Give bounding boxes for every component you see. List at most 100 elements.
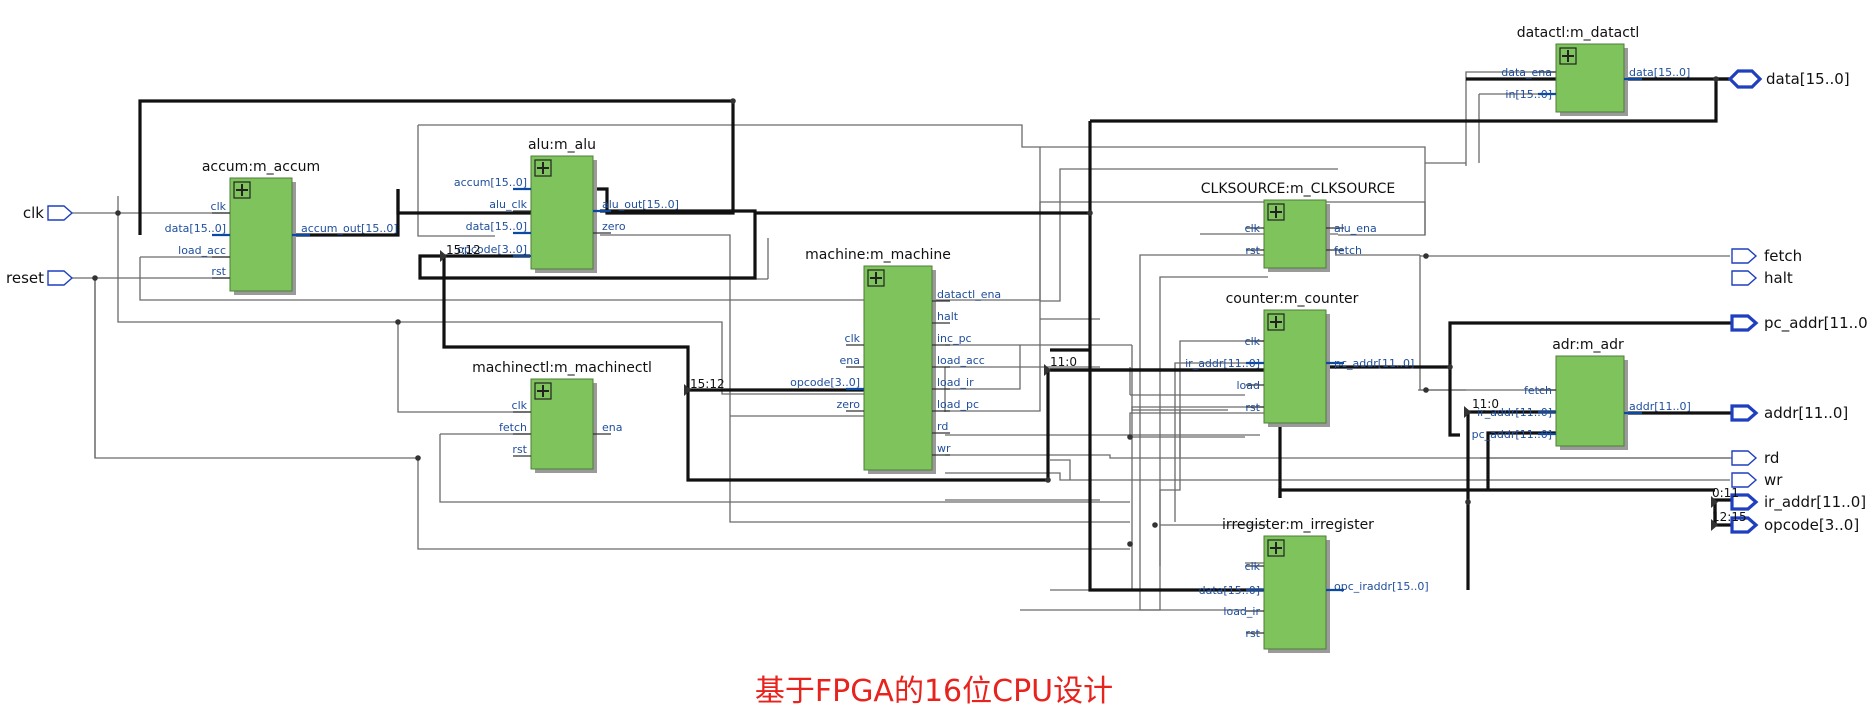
block-title: machine:m_machine [805, 247, 951, 263]
pin-label: alu_clk [489, 198, 527, 211]
input-port-clk[interactable]: clk [23, 204, 74, 222]
pin-label: alu_out[15..0] [602, 198, 679, 211]
pin-label: opc_iraddr[15..0] [1334, 580, 1429, 593]
output-port-addr[interactable]: addr[11..0] [1730, 404, 1848, 422]
pin-label: fetch [1334, 244, 1362, 257]
port-label: rd [1764, 449, 1779, 467]
block-irregister[interactable]: irregister:m_irregister clk data[15..0] … [1199, 517, 1429, 653]
pin-label: wr [937, 442, 951, 455]
input-port-reset[interactable]: reset [6, 269, 74, 287]
pin-label: load_acc [178, 244, 226, 257]
output-port-halt[interactable]: halt [1731, 269, 1793, 287]
slice-label: 11:0 [1050, 355, 1077, 369]
pin-label: pc_addr[11..0] [1472, 428, 1552, 441]
diagram-caption: 基于FPGA的16位CPU设计 [754, 674, 1114, 709]
pin-label: clk [1245, 222, 1261, 235]
block-adr[interactable]: adr:m_adr fetch ir_addr[11..0] pc_addr[1… [1472, 337, 1691, 450]
pin-label: fetch [1524, 384, 1552, 397]
pin-label: data[15..0] [1629, 66, 1690, 79]
pin-label: halt [937, 310, 959, 323]
slice-label: 11:0 [1472, 397, 1499, 411]
pin-label: clk [512, 399, 528, 412]
block-datactl[interactable]: datactl:m_datactl data_ena in[15..0] dat… [1501, 25, 1690, 116]
pin-label: ena [602, 421, 622, 434]
pin-label: data_ena [1501, 66, 1552, 79]
signal-wires [60, 71, 1732, 611]
pin-label: opcode[3..0] [790, 376, 860, 389]
pin-label: data[15..0] [1199, 584, 1260, 597]
pin-label: load [1236, 379, 1260, 392]
pin-label: clk [845, 332, 861, 345]
pin-label: data[15..0] [466, 220, 527, 233]
pin-label: clk [211, 200, 227, 213]
block-title: machinectl:m_machinectl [472, 360, 652, 376]
port-label: pc_addr[11..0] [1764, 314, 1868, 333]
block-title: counter:m_counter [1226, 291, 1359, 307]
output-port-rd[interactable]: rd [1731, 449, 1779, 467]
pin-label: fetch [499, 421, 527, 434]
block-title: datactl:m_datactl [1517, 25, 1640, 41]
slice-label: 15:12 [690, 377, 725, 391]
block-clksource[interactable]: CLKSOURCE:m_CLKSOURCE clk rst alu_ena fe… [1201, 181, 1395, 272]
pin-label: clk [1245, 560, 1261, 573]
output-port-opcode[interactable]: opcode[3..0] [1730, 516, 1859, 534]
output-port-pc-addr[interactable]: pc_addr[11..0] [1730, 314, 1868, 333]
pin-label: accum[15..0] [454, 176, 527, 189]
block-accum[interactable]: accum:m_accum clk data[15..0] load_acc r… [165, 159, 398, 295]
pin-label: clk [1245, 335, 1261, 348]
port-label: reset [6, 269, 44, 287]
block-title: alu:m_alu [528, 137, 596, 153]
pin-label: accum_out[15..0] [301, 222, 398, 235]
pin-label: alu_ena [1334, 222, 1377, 235]
pin-label: rst [1245, 401, 1260, 414]
pin-label: load_pc [937, 398, 979, 411]
port-label: fetch [1764, 247, 1802, 265]
pin-label: rst [512, 443, 527, 456]
pin-label: in[15..0] [1505, 88, 1552, 101]
block-title: adr:m_adr [1552, 337, 1624, 353]
output-port-ir-addr[interactable]: ir_addr[11..0] [1730, 493, 1866, 512]
pin-label: load_ir [1223, 605, 1260, 618]
junction-dots [92, 76, 1719, 547]
block-counter[interactable]: counter:m_counter clk ir_addr[11..0] loa… [1185, 291, 1414, 427]
port-label: ir_addr[11..0] [1764, 493, 1866, 512]
pin-label: inc_pc [937, 332, 972, 345]
pin-label: rst [1245, 244, 1260, 257]
bit-slice-labels: 15:12 15:12 11:0 11:0 0:11 12:15 [440, 243, 1747, 531]
pin-label: rd [937, 420, 948, 433]
pin-label: rst [211, 265, 226, 278]
pin-label: opcode[3..0] [457, 243, 527, 256]
output-port-fetch[interactable]: fetch [1731, 247, 1802, 265]
port-label: data[15..0] [1766, 70, 1850, 88]
bus-wires [138, 77, 1745, 592]
block-machine[interactable]: machine:m_machine clk ena opcode[3..0] z… [790, 247, 1001, 474]
slice-label: 12:15 [1712, 510, 1747, 524]
pin-label: load_ir [937, 376, 974, 389]
pin-label: ena [840, 354, 860, 367]
pin-label: data[15..0] [165, 222, 226, 235]
output-port-wr[interactable]: wr [1731, 471, 1783, 489]
port-label: clk [23, 204, 44, 222]
pin-label: ir_addr[11..0] [1477, 406, 1552, 419]
output-port-data[interactable]: data[15..0] [1727, 69, 1850, 89]
block-title: accum:m_accum [202, 159, 320, 175]
slice-label: 15:12 [446, 243, 481, 257]
block-title: irregister:m_irregister [1222, 517, 1374, 533]
block-title: CLKSOURCE:m_CLKSOURCE [1201, 181, 1395, 197]
port-label: wr [1764, 471, 1783, 489]
pin-label: datactl_ena [937, 288, 1001, 301]
pin-label: load_acc [937, 354, 985, 367]
port-label: halt [1764, 269, 1793, 287]
block-alu[interactable]: alu:m_alu accum[15..0] alu_clk data[15..… [454, 137, 679, 273]
pin-label: rst [1245, 627, 1260, 640]
port-label: addr[11..0] [1764, 404, 1848, 422]
pin-label: addr[11..0] [1629, 400, 1691, 413]
pin-label: pc_addr[11..0] [1334, 357, 1414, 370]
pin-label: zero [836, 398, 860, 411]
pin-label: zero [602, 220, 626, 233]
port-label: opcode[3..0] [1764, 516, 1859, 534]
pin-label: ir_addr[11..0] [1185, 357, 1260, 370]
block-machinectl[interactable]: machinectl:m_machinectl clk fetch rst en… [472, 360, 652, 473]
slice-label: 0:11 [1712, 486, 1739, 500]
